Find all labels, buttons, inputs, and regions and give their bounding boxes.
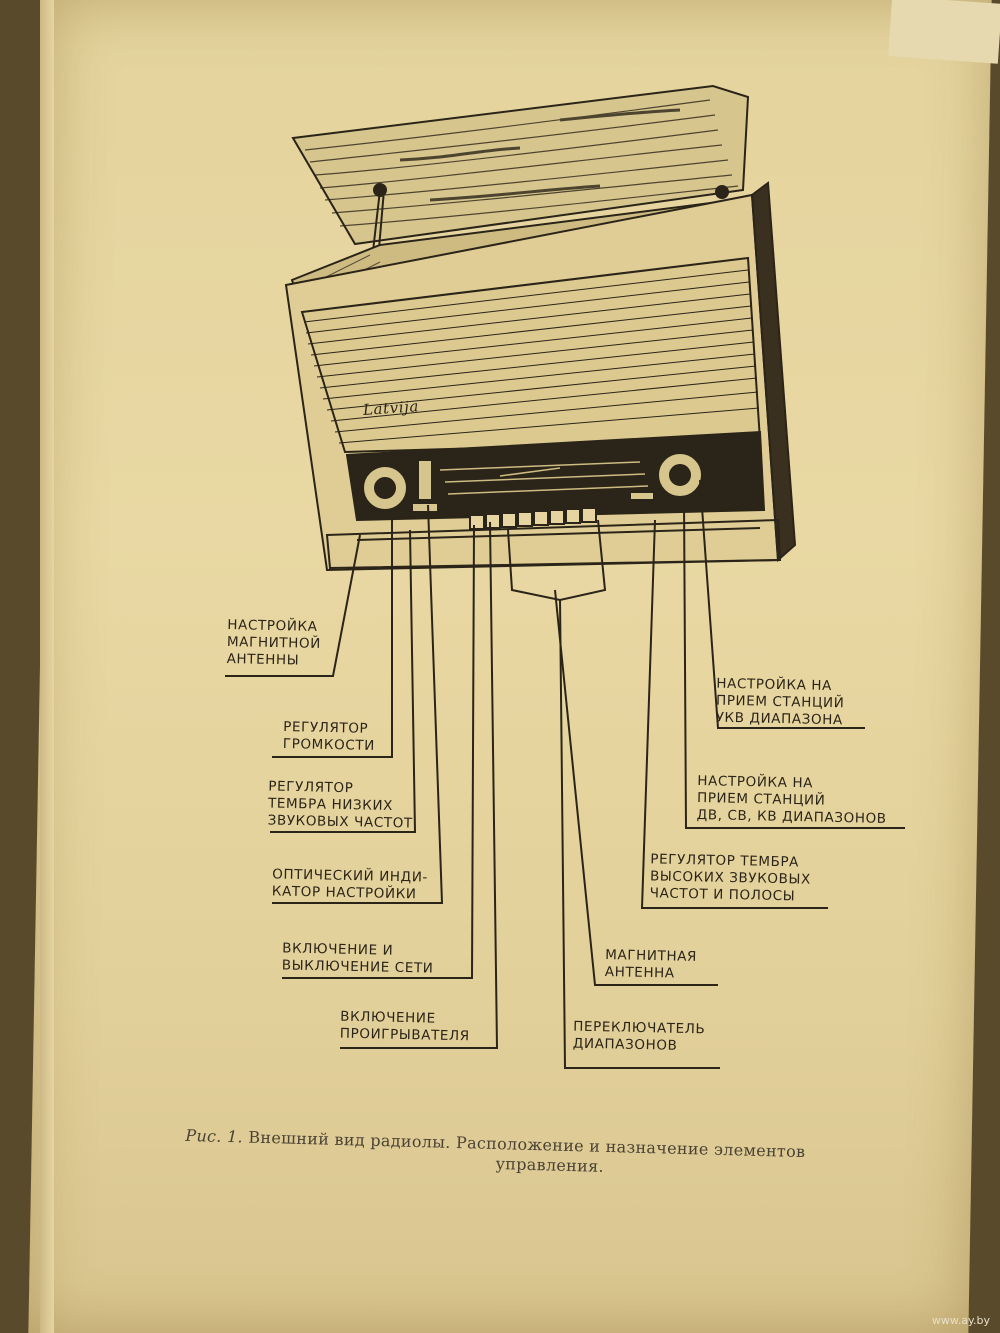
leader-lines	[225, 479, 905, 1069]
lid-wood-grain	[304, 99, 739, 227]
figure-number: Рис. 1.	[185, 1125, 244, 1147]
label-magnetic-antenna: МАГНИТНАЯ АНТЕННА	[604, 947, 698, 982]
label-band-switch: ПЕРЕКЛЮЧАТЕЛЬ ДИАПАЗОНОВ	[572, 1018, 706, 1054]
dial-scale-markings	[439, 461, 649, 495]
tuning-indicator-window	[417, 459, 433, 501]
lid-hinge-knob	[373, 183, 387, 197]
label-tuning-indicator: ОПТИЧЕСКИЙ ИНДИ- КАТОР НАСТРОЙКИ	[271, 866, 429, 903]
label-bass-tone-control: РЕГУЛЯТОР ТЕМБРА НИЗКИХ ЗВУКОВЫХ ЧАСТОТ	[267, 778, 413, 832]
radio-side-panel	[750, 181, 797, 563]
label-power-switch: ВКЛЮЧЕНИЕ И ВЫКЛЮЧЕНИЕ СЕТИ	[281, 940, 434, 977]
label-magnetic-antenna-tuning: НАСТРОЙКА МАГНИТНОЙ АНТЕННЫ	[226, 617, 322, 669]
label-treble-tone-control: РЕГУЛЯТОР ТЕМБРА ВЫСОКИХ ЗВУКОВЫХ ЧАСТОТ…	[649, 851, 811, 905]
dial-scale-panel	[345, 430, 766, 522]
label-player-switch: ВКЛЮЧЕНИЕ ПРОИГРЫВАТЕЛЯ	[339, 1008, 470, 1045]
label-lw-mw-sw-tuning: НАСТРОЙКА НА ПРИЕМ СТАНЦИЙ ДВ, СВ, КВ ДИ…	[696, 773, 887, 827]
label-vhf-tuning: НАСТРОЙКА НА ПРИЕМ СТАНЦИЙ УКВ ДИАПАЗОНА	[715, 675, 845, 729]
louver-lines	[303, 269, 760, 444]
site-watermark: www.ay.by	[931, 1314, 990, 1327]
label-volume-control: РЕГУЛЯТОР ГРОМКОСТИ	[282, 719, 376, 754]
page-edge	[40, 0, 54, 1333]
